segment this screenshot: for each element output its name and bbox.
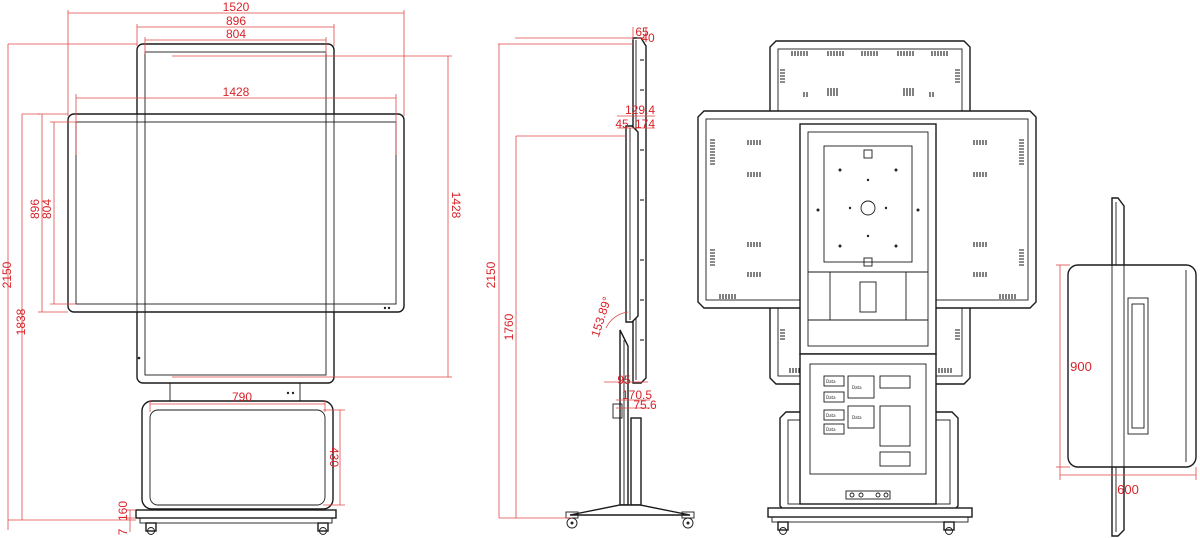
rear-label: Data [826,379,836,384]
dim-column-depth: 95 [617,373,631,387]
dim-base-thickness-a: 7 [116,528,130,535]
dim-mount-c: 174 [635,117,655,131]
landscape-screen-bezel [75,121,397,305]
right-view: 900 600 [1056,197,1197,537]
dim-depth-panel: 40 [641,31,655,45]
dim-portrait-outer-width: 896 [226,14,246,28]
side-view: 65 40 129.4 45 174 2150 1760 153.89° 95 … [484,25,695,529]
dim-mount-b: 45 [615,117,629,131]
rear-label: Data [826,427,836,432]
dim-foot-a: 170.5 [622,388,652,402]
dim-right-height: 900 [1070,359,1092,374]
dim-overall-height: 2150 [0,261,14,288]
dim-base-thickness-b: 160 [116,501,130,521]
dim-mount-a: 129.4 [625,103,655,117]
dim-base-to-top: 1838 [14,308,28,335]
dim-right-depth: 600 [1117,482,1139,497]
rear-labels: Data Data Data Data Data Data [826,379,862,432]
rear-label: Data [826,395,836,400]
landscape-screen-outline [67,113,405,313]
dim-angle: 153.89° [588,295,614,339]
dim-side-overall-height: 2150 [484,261,498,288]
rear-label: Data [826,413,836,418]
rear-label: Data [852,385,862,390]
dim-landscape-inner-width: 1428 [223,85,250,99]
dim-cabinet-width: 790 [232,390,252,404]
dim-foot-b: 75.6 [633,398,657,412]
front-view: 1520 896 804 1428 1428 896 804 2150 1838… [0,0,463,535]
dim-overall-width: 1520 [223,0,250,14]
dim-portrait-inner-width: 804 [226,27,246,41]
cabinet [141,400,334,510]
rear-view: Data Data Data Data Data Data [697,40,1037,535]
dim-depth-top: 65 [635,25,649,39]
dim-landscape-outer-height: 896 [28,199,42,219]
base-plate [135,509,337,519]
rear-label: Data [852,415,862,420]
dim-landscape-inner-height: 804 [40,199,54,219]
dim-pivot-height: 1760 [502,313,516,340]
dim-portrait-height: 1428 [449,192,463,219]
dim-cabinet-height: 430 [327,447,341,467]
